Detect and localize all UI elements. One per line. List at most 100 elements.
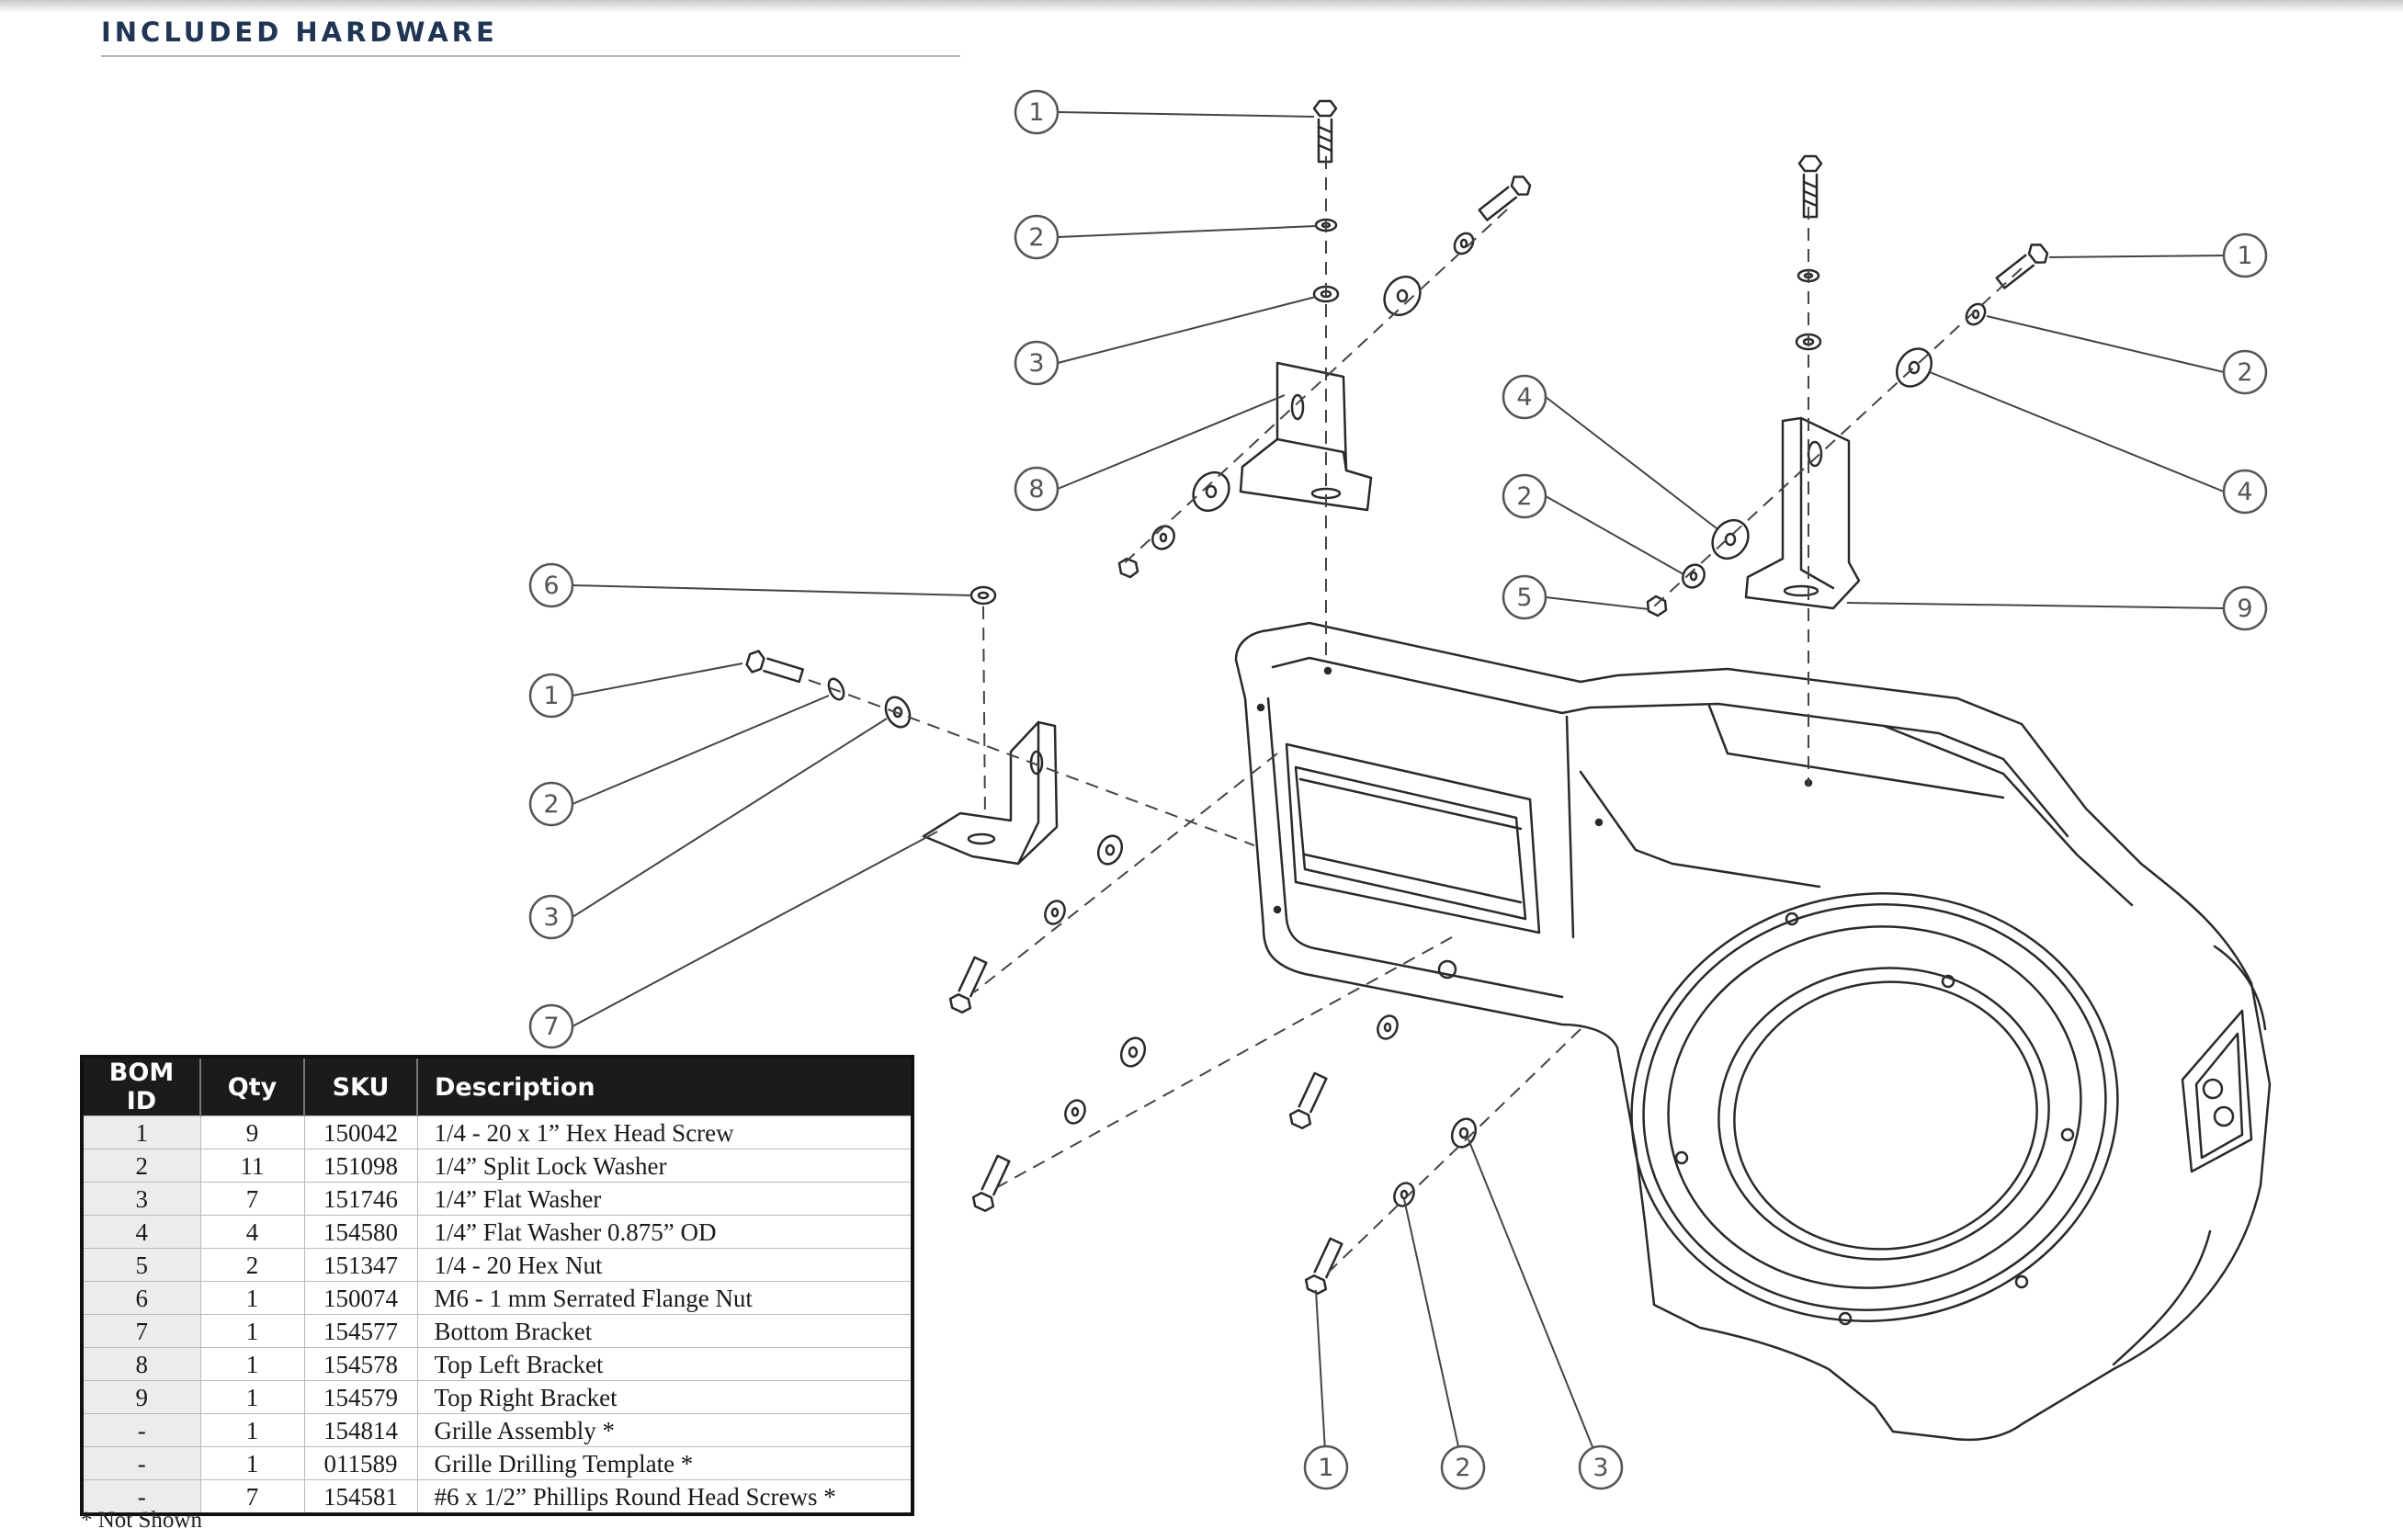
callout-2-left: 2 — [528, 781, 574, 827]
svg-text:4: 4 — [1516, 383, 1532, 412]
title-divider — [101, 55, 960, 57]
sku-cell: 154814 — [303, 1413, 418, 1447]
description-cell: Bottom Bracket — [416, 1314, 913, 1348]
svg-text:1: 1 — [2237, 242, 2252, 270]
svg-text:1: 1 — [1318, 1454, 1333, 1482]
bom-id-cell: 4 — [81, 1215, 201, 1249]
description-cell: 1/4 - 20 x 1” Hex Head Screw — [416, 1115, 913, 1149]
bom-id-cell: 5 — [81, 1248, 201, 1282]
svg-text:8: 8 — [1028, 475, 1044, 504]
callout-4-mid: 4 — [1502, 374, 1547, 420]
description-cell: Grille Assembly * — [416, 1413, 913, 1447]
callout-4-top-right: 4 — [2222, 469, 2268, 515]
qty-cell: 1 — [199, 1347, 305, 1381]
bom-id-cell: 2 — [81, 1149, 201, 1183]
top-shadow — [0, 0, 2403, 13]
qty-cell: 1 — [199, 1413, 305, 1447]
svg-text:4: 4 — [2237, 478, 2252, 506]
callout-1-bottom: 1 — [1303, 1444, 1349, 1490]
sku-cell: 151347 — [303, 1248, 418, 1282]
callout-2-bottom: 2 — [1440, 1444, 1486, 1490]
sku-cell: 154580 — [303, 1215, 418, 1249]
svg-text:2: 2 — [543, 790, 559, 819]
callout-3-top-left: 3 — [1014, 340, 1060, 386]
callout-2-mid: 2 — [1502, 473, 1547, 519]
svg-text:2: 2 — [1028, 223, 1044, 252]
description-cell: Grille Drilling Template * — [416, 1446, 913, 1480]
top-left-bracket — [1239, 361, 1373, 512]
assembly-axes — [808, 156, 2023, 1278]
top-right-bracket — [1744, 416, 1861, 610]
qty-cell: 7 — [199, 1182, 305, 1216]
callout-5: 5 — [1502, 574, 1547, 620]
bom-id-cell: 6 — [81, 1281, 201, 1315]
callout-2-top-right: 2 — [2222, 349, 2268, 395]
qty-cell: 1 — [199, 1314, 305, 1348]
description-cell: 1/4” Flat Washer 0.875” OD — [416, 1215, 913, 1249]
qty-cell: 1 — [199, 1446, 305, 1480]
svg-text:2: 2 — [1516, 482, 1532, 511]
description-cell: 1/4” Split Lock Washer — [416, 1149, 913, 1183]
leader-lines — [572, 111, 2225, 1468]
description-cell: 1/4 - 20 Hex Nut — [416, 1248, 913, 1282]
qty-cell: 7 — [199, 1479, 305, 1515]
hex-screws — [745, 99, 2049, 1296]
bottom-bracket — [922, 720, 1059, 866]
bom-id-cell: - — [81, 1413, 201, 1447]
description-cell: #6 x 1/2” Phillips Round Head Screws * — [416, 1479, 913, 1515]
column-header-qty: Qty — [200, 1057, 305, 1116]
column-header-sku: SKU — [304, 1057, 418, 1116]
sku-cell: 154579 — [303, 1380, 418, 1414]
bom-id-cell: 8 — [81, 1347, 201, 1381]
callout-1-top-right: 1 — [2222, 232, 2268, 278]
washers-and-nuts — [827, 218, 1987, 1207]
bom-id-cell: - — [81, 1446, 201, 1480]
speaker-enclosure — [1234, 621, 2272, 1442]
column-header-bom-id: BOM ID — [82, 1057, 201, 1116]
description-cell: Top Right Bracket — [416, 1380, 913, 1414]
sku-cell: 154581 — [303, 1479, 418, 1515]
footnote: * Not Shown — [81, 1508, 202, 1533]
svg-text:9: 9 — [2237, 594, 2252, 623]
svg-text:2: 2 — [2237, 358, 2252, 387]
sku-cell: 154578 — [303, 1347, 418, 1381]
sku-cell: 151098 — [303, 1149, 418, 1183]
bom-id-cell: 9 — [81, 1380, 201, 1414]
sku-cell: 154577 — [303, 1314, 418, 1348]
description-cell: Top Left Bracket — [416, 1347, 913, 1381]
sku-cell: 011589 — [303, 1446, 418, 1480]
svg-text:2: 2 — [1455, 1454, 1470, 1482]
callout-7: 7 — [528, 1003, 574, 1049]
sku-cell: 151746 — [303, 1182, 418, 1216]
svg-text:3: 3 — [543, 903, 559, 932]
callout-8: 8 — [1014, 466, 1060, 512]
callout-1-top-left: 1 — [1014, 89, 1060, 135]
svg-text:5: 5 — [1516, 583, 1532, 612]
qty-cell: 9 — [199, 1115, 305, 1149]
sku-cell: 150074 — [303, 1281, 418, 1315]
svg-text:1: 1 — [1028, 98, 1044, 127]
svg-text:6: 6 — [543, 572, 559, 600]
svg-text:1: 1 — [543, 682, 559, 710]
bom-id-cell: 7 — [81, 1314, 201, 1348]
description-cell: M6 - 1 mm Serrated Flange Nut — [416, 1281, 913, 1315]
callout-6: 6 — [528, 562, 574, 608]
svg-text:7: 7 — [543, 1013, 559, 1041]
bom-id-cell: 3 — [81, 1182, 201, 1216]
sku-cell: 150042 — [303, 1115, 418, 1149]
svg-text:3: 3 — [1593, 1454, 1608, 1482]
callout-bubbles: 1 2 3 8 1 2 4 9 4 2 5 6 1 2 3 7 1 2 3 — [528, 89, 2268, 1490]
svg-text:3: 3 — [1028, 349, 1044, 378]
